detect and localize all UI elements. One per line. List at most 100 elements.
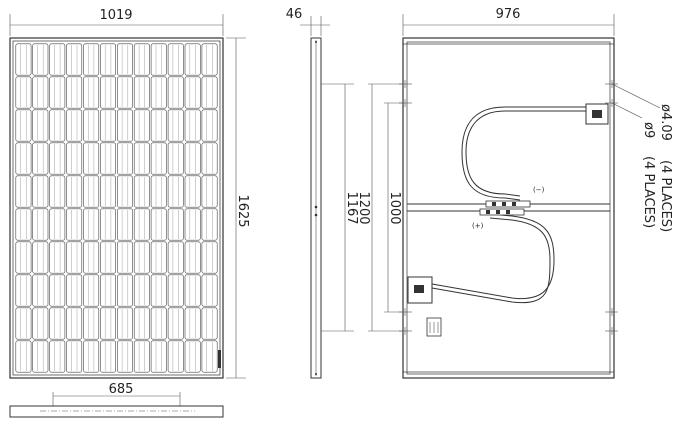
solar-cell (150, 76, 167, 109)
solar-cell (32, 241, 49, 274)
solar-cell (184, 76, 201, 109)
rear-width-label: 976 (496, 7, 521, 22)
front-height-label: 1625 (235, 194, 250, 227)
solar-cell (167, 175, 184, 208)
solar-cell (133, 109, 150, 142)
solar-cell (66, 76, 83, 109)
solar-cell (150, 43, 167, 76)
solar-cell (150, 208, 167, 241)
bottom-frame (9, 405, 224, 418)
side-view: 46 1167 (286, 7, 359, 379)
solar-cell (184, 43, 201, 76)
solar-cell (100, 274, 117, 307)
solar-cell (184, 208, 201, 241)
cable-negative (461, 106, 586, 201)
solar-cell (100, 241, 117, 274)
solar-cell (66, 274, 83, 307)
solar-cell (117, 175, 133, 208)
cell-grid (15, 43, 218, 373)
solar-cell (49, 76, 66, 109)
solar-cell (83, 43, 100, 76)
solar-cell (167, 307, 184, 340)
cable-positive (431, 213, 555, 300)
solar-cell (201, 241, 218, 274)
solar-cell (83, 142, 100, 175)
solar-cell (49, 274, 66, 307)
solar-cell (15, 76, 32, 109)
bottom-view: 685 (9, 382, 224, 418)
minus-label: (−) (533, 186, 545, 194)
rear-view: 976 1200 1000 (356, 7, 673, 379)
solar-cell (49, 142, 66, 175)
front-inner-frame (12, 40, 221, 376)
solar-cell (32, 142, 49, 175)
solar-cell (15, 109, 32, 142)
plus-label: (+) (472, 222, 484, 230)
front-width-label: 1019 (99, 8, 132, 23)
solar-cell (184, 109, 201, 142)
mounting-holes (399, 80, 618, 335)
hole-large-label: ø9 (641, 122, 656, 138)
solar-cell (32, 109, 49, 142)
solar-cell (66, 307, 83, 340)
solar-cell (117, 307, 133, 340)
solar-cell (66, 208, 83, 241)
solar-cell (83, 340, 100, 373)
solar-cell (15, 274, 32, 307)
solar-cell (49, 43, 66, 76)
solar-cell (100, 109, 117, 142)
solar-cell (15, 340, 32, 373)
solar-cell (117, 340, 133, 373)
solar-cell (15, 175, 32, 208)
solar-cell (32, 274, 49, 307)
solar-cell (150, 142, 167, 175)
solar-cell (201, 340, 218, 373)
solar-cell (117, 274, 133, 307)
solar-cell (66, 109, 83, 142)
solar-cell (167, 241, 184, 274)
solar-cell (15, 142, 32, 175)
solar-cell (15, 208, 32, 241)
solar-cell (32, 175, 49, 208)
solar-cell (184, 175, 201, 208)
solar-cell (15, 43, 32, 76)
solar-cell (117, 109, 133, 142)
solar-cell (184, 274, 201, 307)
solar-cell (167, 142, 184, 175)
solar-cell (49, 241, 66, 274)
solar-cell (201, 109, 218, 142)
solar-cell (150, 175, 167, 208)
solar-cell (15, 307, 32, 340)
solar-cell (167, 340, 184, 373)
solar-cell (66, 241, 83, 274)
solar-cell (133, 340, 150, 373)
solar-cell (184, 307, 201, 340)
bottom-span-label: 685 (109, 382, 134, 397)
solar-cell (201, 274, 218, 307)
connectors (479, 200, 531, 216)
solar-cell (167, 76, 184, 109)
solar-cell (133, 175, 150, 208)
solar-cell (66, 43, 83, 76)
solar-cell (184, 142, 201, 175)
rear-inner-frame (406, 41, 611, 375)
solar-cell (150, 109, 167, 142)
solar-cell (150, 340, 167, 373)
solar-cell (133, 76, 150, 109)
solar-cell (133, 142, 150, 175)
solar-cell (150, 241, 167, 274)
solar-cell (32, 307, 49, 340)
solar-cell (167, 208, 184, 241)
solar-cell (100, 307, 117, 340)
solar-cell (133, 307, 150, 340)
solar-cell (133, 274, 150, 307)
solar-cell (32, 43, 49, 76)
solar-cell (83, 241, 100, 274)
solar-cell (100, 43, 117, 76)
solar-cell (100, 76, 117, 109)
solar-cell (83, 307, 100, 340)
solar-cell (83, 76, 100, 109)
solar-cell (83, 109, 100, 142)
solar-cell (133, 241, 150, 274)
